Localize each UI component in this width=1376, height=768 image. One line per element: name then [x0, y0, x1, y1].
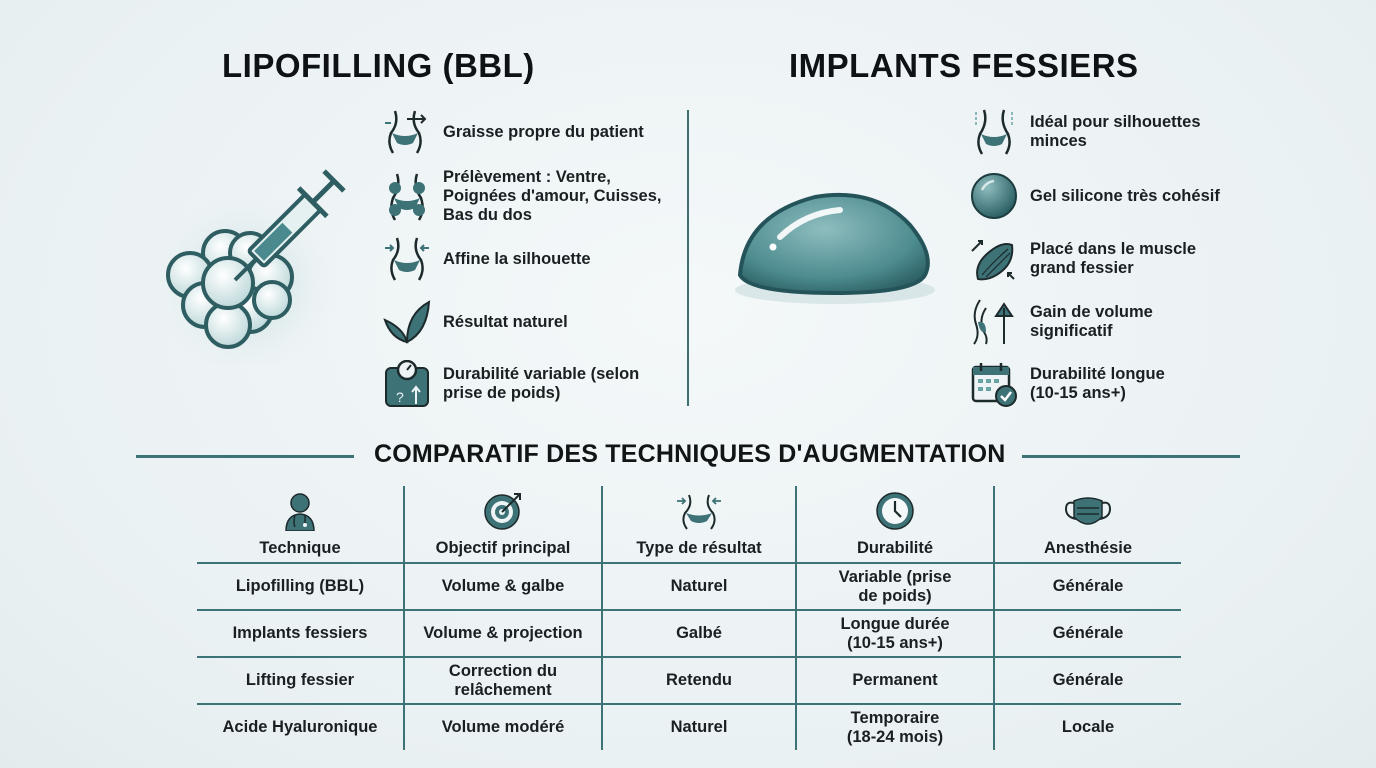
header-label: Technique [259, 539, 341, 557]
comparison-table: Technique Objectif principal Type de rés… [197, 486, 1181, 750]
feature-item: Durabilité longue (10-15 ans+) [970, 360, 1190, 408]
calendar-check-icon [970, 360, 1018, 408]
feature-text: Graisse propre du patient [443, 122, 644, 141]
feature-text: Gain de volume significatif [1030, 303, 1153, 340]
waist-icon [677, 494, 721, 530]
implant-icon [735, 192, 935, 304]
slim-silhouette-icon [970, 108, 1018, 156]
table-cell: Permanent [795, 656, 994, 704]
header-label: Durabilité [856, 539, 934, 557]
section-rule-right [1022, 455, 1240, 458]
table-cell: Lifting fessier [197, 656, 404, 704]
header-label: Anesthésie [1043, 539, 1133, 557]
table-cell: Lipofilling (BBL) [197, 562, 404, 610]
scale-icon: ? [383, 360, 431, 408]
target-icon [484, 493, 521, 530]
svg-text:?: ? [396, 389, 404, 405]
waist-slim-icon [383, 235, 431, 283]
table-row: Implants fessiers Volume & projection Ga… [197, 609, 1181, 657]
header-label: Objectif principal [435, 539, 571, 557]
header-durabilite: Durabilité [795, 486, 994, 563]
section-rule-left [136, 455, 354, 458]
silicone-implant-illustration [725, 175, 945, 315]
feature-text: Gel silicone très cohésif [1030, 186, 1220, 205]
feature-item: Gain de volume significatif [970, 298, 1190, 346]
doctor-icon [285, 493, 315, 531]
feature-item: Affine la silhouette [383, 235, 591, 283]
table-cell: Variable (prise de poids) [795, 562, 994, 610]
table-cell: Locale [993, 703, 1181, 750]
table-cell: Générale [993, 562, 1181, 610]
table-cell: Générale [993, 609, 1181, 657]
feature-item: ? Durabilité variable (selon prise de po… [383, 360, 643, 408]
clock-icon [876, 492, 914, 530]
feature-text: Résultat naturel [443, 312, 568, 331]
feature-item: Placé dans le muscle grand fessier [970, 235, 1220, 283]
table-cell: Naturel [601, 703, 796, 750]
feature-item: Résultat naturel [383, 298, 568, 346]
header-anesthesie: Anesthésie [993, 486, 1181, 563]
waist-arrow-icon [383, 108, 431, 156]
table-cell: Implants fessiers [197, 609, 404, 657]
section-divider [687, 110, 689, 406]
header-label: Type de résultat [636, 539, 762, 557]
table-cell: Acide Hyaluronique [197, 703, 404, 750]
feature-item: Prélèvement : Ventre, Poignées d'amour, … [383, 168, 673, 225]
header-objectif: Objectif principal [403, 486, 602, 563]
feature-text: Placé dans le muscle grand fessier [1030, 240, 1197, 277]
table-row: Lipofilling (BBL) Volume & galbe Naturel… [197, 562, 1181, 610]
header-type: Type de résultat [601, 486, 796, 563]
feature-text: Durabilité longue (10-15 ans+) [1030, 365, 1165, 402]
feature-text: Affine la silhouette [443, 249, 591, 268]
table-cell: Générale [993, 656, 1181, 704]
table-cell: Naturel [601, 562, 796, 610]
table-cell: Volume & galbe [403, 562, 602, 610]
leaf-icon [383, 298, 431, 346]
feature-item: Idéal pour silhouettes minces [970, 108, 1210, 156]
comparison-title: COMPARATIF DES TECHNIQUES D'AUGMENTATION [374, 440, 1006, 468]
table-row: Acide Hyaluronique Volume modéré Naturel… [197, 703, 1181, 750]
feature-text: Durabilité variable (selon prise de poid… [443, 365, 640, 402]
table-cell: Retendu [601, 656, 796, 704]
table-cell: Galbé [601, 609, 796, 657]
header-technique: Technique [197, 486, 404, 563]
table-cell: Correction du relâchement [403, 656, 602, 704]
feature-text: Prélèvement : Ventre, Poignées d'amour, … [443, 168, 662, 224]
syringe-fat-cells-illustration [150, 135, 360, 370]
body-zones-icon [383, 173, 431, 221]
table-cell: Volume & projection [403, 609, 602, 657]
implants-title: IMPLANTS FESSIERS [789, 47, 1139, 84]
table-cell: Volume modéré [403, 703, 602, 750]
volume-up-icon [970, 298, 1018, 346]
lipofilling-title: LIPOFILLING (BBL) [222, 47, 535, 84]
table-cell: Longue durée (10-15 ans+) [795, 609, 994, 657]
feature-item: Graisse propre du patient [383, 108, 644, 156]
table-cell: Temporaire (18-24 mois) [795, 703, 994, 750]
feature-text: Idéal pour silhouettes minces [1030, 113, 1201, 150]
mask-icon [1064, 497, 1112, 525]
table-header-row: Technique Objectif principal Type de rés… [197, 486, 1181, 563]
muscle-icon [970, 235, 1018, 283]
syringe-icon [150, 169, 346, 370]
table-row: Lifting fessier Correction du relâchemen… [197, 656, 1181, 704]
gel-sphere-icon [970, 172, 1018, 220]
feature-item: Gel silicone très cohésif [970, 172, 1220, 220]
